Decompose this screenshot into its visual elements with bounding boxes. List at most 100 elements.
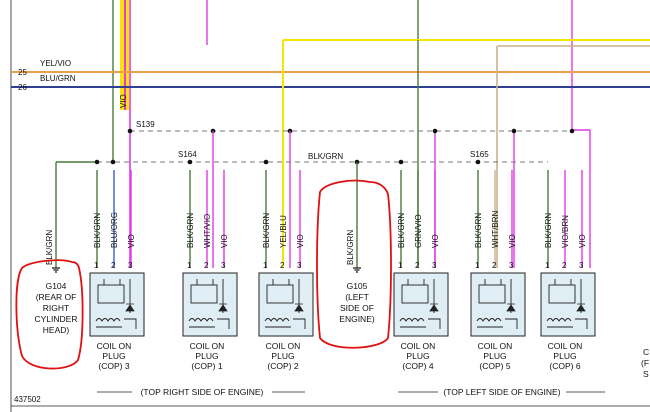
coil-wire-label: BLK/GRN (262, 213, 271, 248)
g105-label-2: (LEFT (345, 292, 369, 302)
coil-body (470, 272, 526, 337)
g104-wire-label: BLK/GRN (45, 230, 54, 265)
coil-winding-icon (476, 318, 503, 328)
diode-symbol (218, 303, 228, 312)
pin-number: 3 (297, 261, 302, 270)
diode-symbol (429, 303, 439, 312)
coil-winding-icon (264, 318, 291, 328)
blk-grn-bus-label: BLK/GRN (308, 152, 343, 161)
g105-red-annotation (316, 179, 392, 349)
coil-title-line: PLUG (102, 351, 125, 361)
coil-wire-label: BLK/GRN (186, 213, 195, 248)
s139-node-4 (432, 128, 438, 134)
g104-ground-symbol (52, 267, 60, 273)
bus-node-7 (475, 159, 481, 165)
coil-body (393, 272, 449, 337)
coil-title-line: (COP) 1 (191, 361, 222, 371)
driver-box (548, 284, 576, 304)
coil-wire-label: VIO (296, 234, 305, 248)
coil-title-line: PLUG (553, 351, 576, 361)
coil-title-line: COIL ON (478, 341, 513, 351)
diode-symbol (125, 303, 135, 312)
spark-lead (575, 318, 588, 329)
coil-title-line: COIL ON (548, 341, 583, 351)
wire-26-number: 26 (18, 83, 27, 92)
g105-wire-label: BLK/GRN (346, 230, 355, 265)
coil-body (258, 272, 314, 337)
coil-title-line: (COP) 4 (402, 361, 433, 371)
pin-number: 1 (475, 261, 480, 270)
s139-node-1 (127, 128, 133, 134)
pin-number: 3 (221, 261, 226, 270)
coil-title-line: PLUG (195, 351, 218, 361)
coil-title-line: (COP) 5 (479, 361, 510, 371)
bus-node-3 (187, 159, 193, 165)
diode-symbol (576, 303, 586, 312)
coil-wire-label: BLK/GRN (397, 213, 406, 248)
coil-winding-icon (399, 318, 426, 328)
coil-wire-label: VIO (431, 234, 440, 248)
pin-number: 2 (111, 261, 116, 270)
g104-label-1: G104 (46, 281, 67, 291)
coil-wire-label: BLU/ORG (110, 212, 119, 248)
wire-25-label: YEL/VIO (40, 59, 71, 68)
pin-number: 1 (187, 261, 192, 270)
pin-number: 3 (579, 261, 584, 270)
coil-wire-label: VIO (127, 234, 136, 248)
coil-winding-icon (546, 318, 573, 328)
edge-fragment-3: S (643, 369, 649, 379)
coil-wire-label: VIO (220, 234, 229, 248)
coil-body (89, 272, 145, 337)
coil-body (540, 272, 596, 337)
coil-title-line: PLUG (483, 351, 506, 361)
pin-number: 1 (398, 261, 403, 270)
pin-number: 3 (509, 261, 514, 270)
spark-lead (217, 318, 230, 329)
s164-label: S164 (178, 150, 197, 159)
coil-title-line: (COP) 6 (549, 361, 580, 371)
wire-26-label: BLU/GRN (40, 74, 76, 83)
driver-box (401, 284, 429, 304)
coil-title-line: PLUG (271, 351, 294, 361)
pin-number: 3 (432, 261, 437, 270)
coil-winding-icon (188, 318, 215, 328)
coil-wire-label: BLK/GRN (474, 213, 483, 248)
s139-node-5 (511, 128, 517, 134)
pin-number: 3 (128, 261, 133, 270)
g104-label-2: (REAR OF (36, 292, 77, 302)
pin-number: 1 (94, 261, 99, 270)
g105-label-4: ENGINE) (339, 314, 375, 324)
pin-number: 1 (545, 261, 550, 270)
driver-box (266, 284, 294, 304)
edge-fragment-2: (F (641, 358, 649, 368)
pin-number: 1 (263, 261, 268, 270)
coil-title-line: COIL ON (401, 341, 436, 351)
coil-title-line: COIL ON (190, 341, 225, 351)
right-group-label: (TOP RIGHT SIDE OF ENGINE) (141, 387, 264, 397)
g104-red-annotation (15, 259, 84, 370)
coil-wire-label: BLK/GRN (93, 213, 102, 248)
coil-body (182, 272, 238, 337)
coil-wire-label: VIO (578, 234, 587, 248)
vio-vertical-label: VIO (119, 94, 128, 108)
spark-lead (505, 318, 518, 329)
spark-lead (293, 318, 306, 329)
pin-number: 2 (562, 261, 567, 270)
coil-title-line: COIL ON (266, 341, 301, 351)
bus-node-4 (263, 159, 269, 165)
s165-label: S165 (470, 150, 489, 159)
coil-wire-label: WHT/VIO (203, 214, 212, 248)
pin-number: 2 (280, 261, 285, 270)
coil-wire-label: VIO (508, 234, 517, 248)
coil-title-line: PLUG (406, 351, 429, 361)
pin-number: 2 (204, 261, 209, 270)
left-group-label: (TOP LEFT SIDE OF ENGINE) (443, 387, 560, 397)
document-id: 437502 (14, 395, 41, 404)
bus-node-2 (110, 159, 116, 165)
coil-title-line: (COP) 2 (267, 361, 298, 371)
